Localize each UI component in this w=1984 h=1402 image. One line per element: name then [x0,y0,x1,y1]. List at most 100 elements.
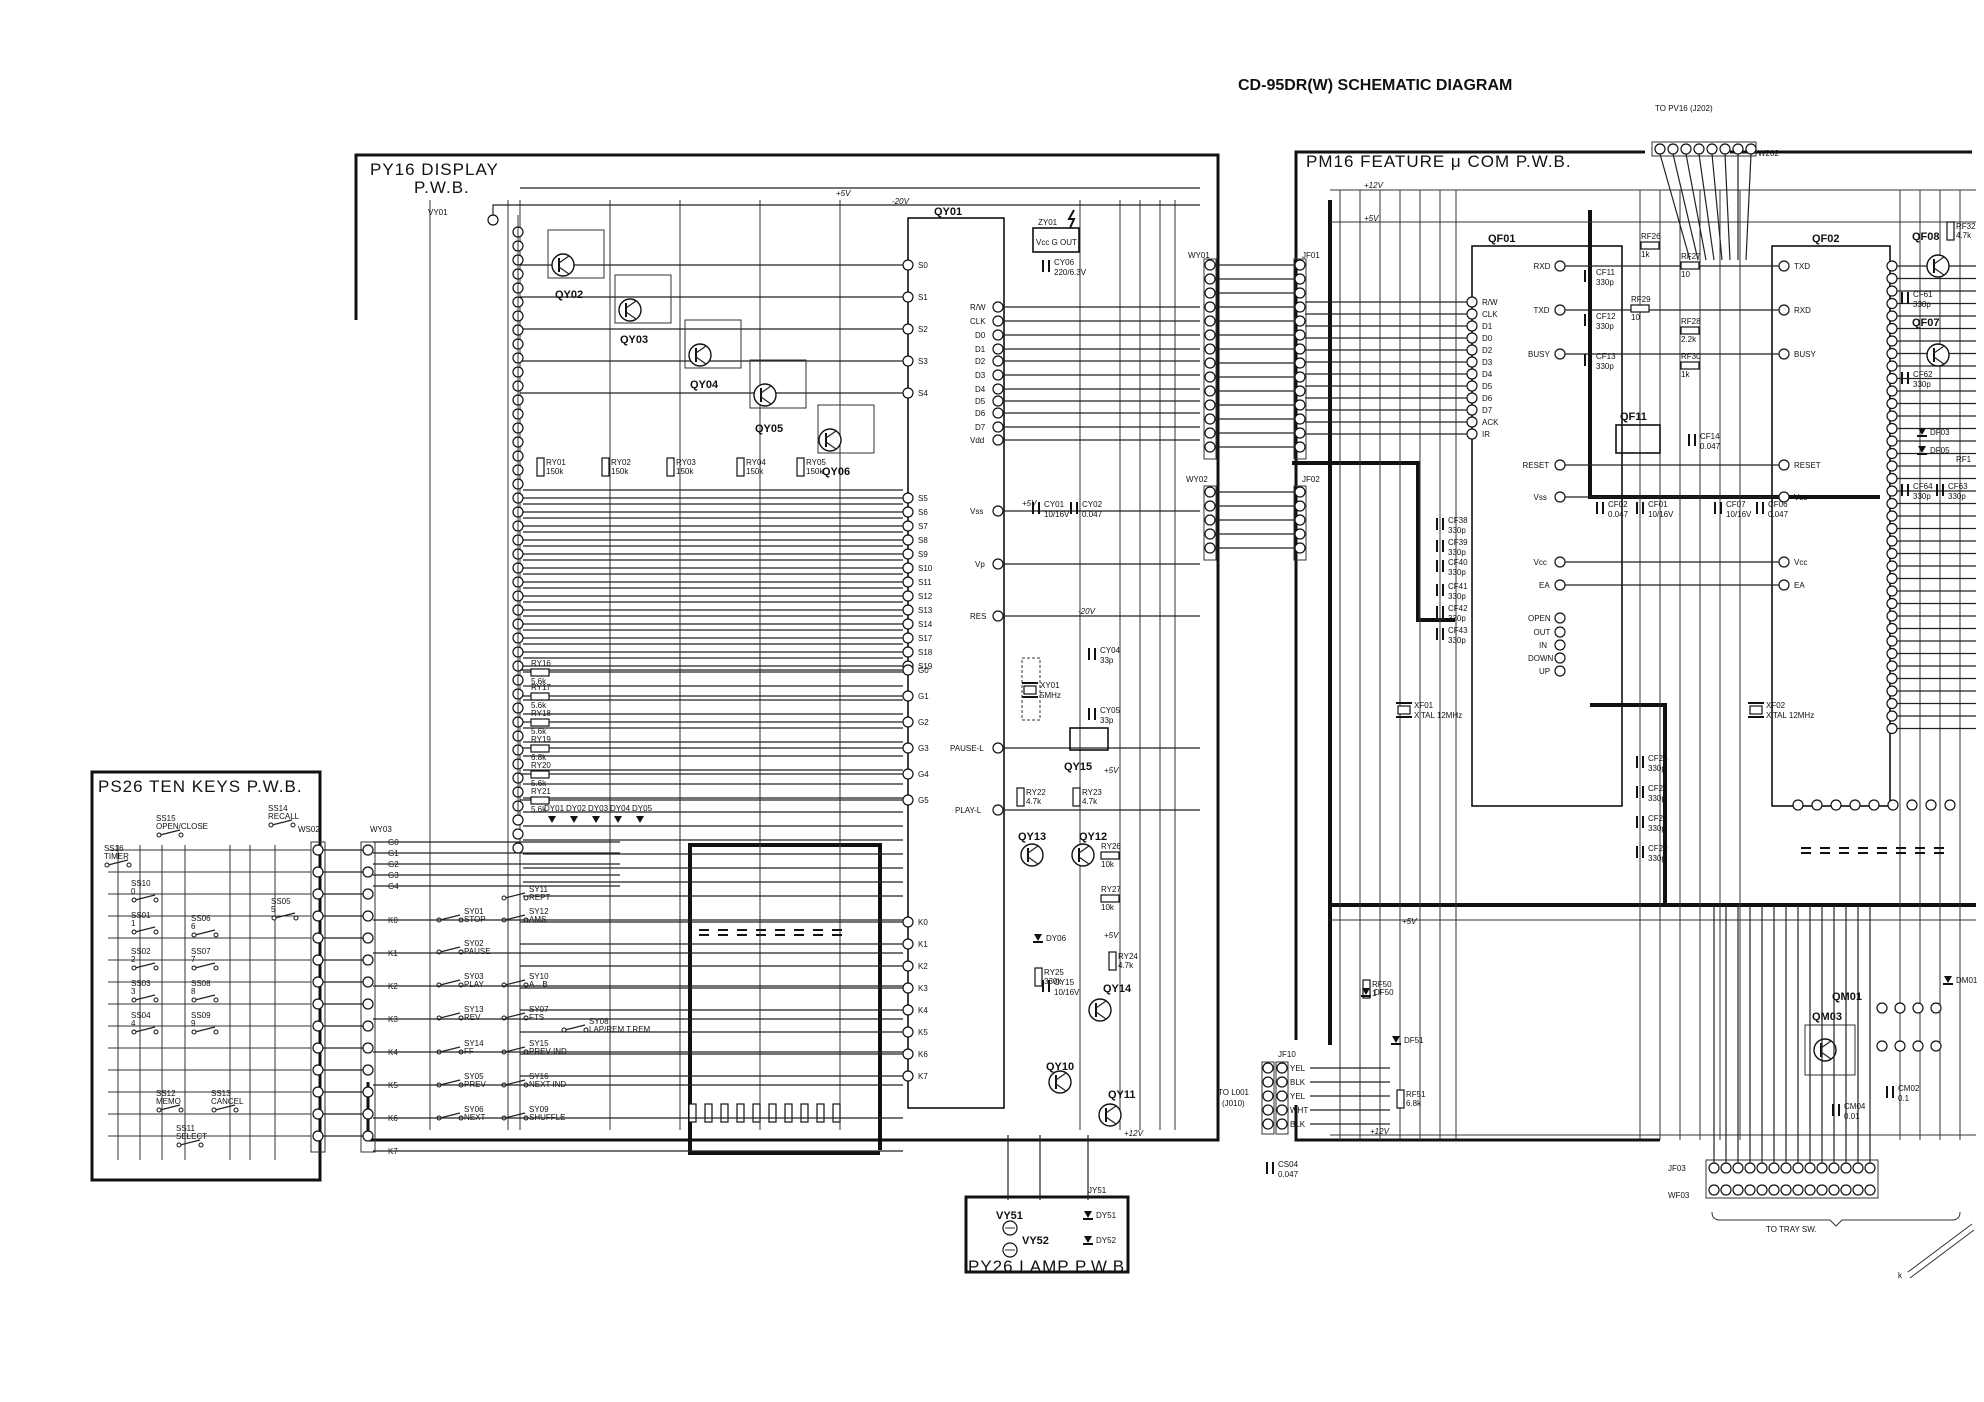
resistor-ref: RY17 [531,683,551,692]
qy01-right-pin-label: K2 [918,962,928,971]
qy01-left-pin-label: Vdd [970,436,984,445]
arrow-icon [1907,1223,1975,1279]
connector-pin [1706,143,1718,155]
qm03-box [1804,1024,1856,1076]
connector-pin [1294,500,1306,512]
qy01-left-pin [992,383,1004,395]
connector-pin [1204,486,1216,498]
key-contact [153,965,159,971]
qf02-right-pin [1886,722,1898,735]
key-switch-icon [134,1026,156,1033]
resistor-icon [1100,894,1120,903]
qy01-right-pin-label: S19 [918,662,933,671]
transistor-icon [618,298,642,322]
arrow-k-mark: k [1898,1271,1903,1280]
resistor-value: 4.7k [1082,797,1098,806]
connector-pin [1828,1162,1840,1174]
qf01-left-pin-label: TXD [1534,306,1550,315]
connector-pin [362,1108,374,1120]
qf01-left-pin [1554,260,1566,272]
ic-qf02 [1771,245,1891,807]
qf01-left-pin-label: OUT [1534,628,1551,637]
ic-zy01-pins: Vcc G OUT [1036,238,1077,247]
ic-qf02-label: QF02 [1812,233,1840,245]
key-contact [126,862,132,868]
resistor-value: 5.6k [531,677,547,686]
resistor-ref: RY02 [611,458,631,467]
capacitor-ref: CF12 [1596,312,1616,321]
qf02-right-pin [1886,372,1898,385]
qy01-left-pin [992,558,1004,570]
key-ref: SS15 [156,814,176,823]
connector-jf02-label: JF02 [1302,475,1320,484]
key-contact [131,897,137,903]
crystal-icon [1749,705,1763,715]
capacitor-value: 0.047 [1608,510,1629,519]
diode-icon [1084,1211,1092,1218]
key-switch-icon [214,1104,236,1111]
key-ref: SS12 [156,1089,176,1098]
transistor-icon [753,383,777,407]
display-pin [512,828,524,840]
transistor-collector [1105,1105,1117,1114]
qy01-right-pin [902,492,914,504]
qy01-right-pin [902,562,914,574]
display-switch-icon [439,979,461,986]
connector-pin [1804,1162,1816,1174]
qy01-right-pin-label: S7 [918,522,928,531]
jf10-wire-label: BLK [1290,1120,1306,1129]
transistor-emitter [695,356,707,365]
display-k-bus [688,843,882,1150]
qf02-right-pin [1886,522,1898,535]
connector-pin [1276,1090,1288,1102]
qy01-left-pin [992,434,1004,446]
qf02-right-pin [1886,685,1898,697]
qy01-right-pin [902,259,914,271]
display-switch-icon [504,1046,526,1053]
crystal-icon [1397,705,1411,715]
transistor-emitter [1095,1011,1107,1020]
capacitor-ref: CF39 [1448,538,1468,547]
qy01-right-pin [902,960,914,972]
qy01-right-pin [902,604,914,616]
qf02-pin [1778,556,1790,568]
ic-zy01 [1032,227,1080,253]
qy01-right-pin-label: S18 [918,648,933,657]
display-switch-name: REPT [529,893,550,902]
connector-pin [1708,1184,1720,1196]
qf01-left-pin-label: RXD [1534,262,1551,271]
capacitor-ref: CF02 [1608,500,1628,509]
capacitor-ref: CF63 [1948,482,1968,491]
display-switch-ref: SY01 [464,907,484,916]
resistor-ref: RY24 [1118,952,1138,961]
connector-pin [312,1130,324,1142]
qf02-right-pin [1886,497,1898,510]
qy01-left-pin [992,505,1004,517]
connector-pin [1204,441,1216,453]
lamp-vy51: VY51 [996,1210,1023,1236]
connector-wf03-label: WF03 [1668,1191,1690,1200]
qy01-left-pin [992,355,1004,367]
resistor-icon [1396,1089,1405,1109]
resistor-value: 5.6k [531,805,547,814]
capacitor-ref: CF43 [1448,626,1468,635]
qf02-bottom-pin [1906,799,1918,811]
qy01-left-pin-label: PLAY-L [955,806,982,815]
qy01-left-pin-label: D2 [975,357,986,366]
rail-p5v-feature-top: +5V [1364,214,1379,223]
capacitor-ref: CF61 [1913,290,1933,299]
resistor-icon [530,770,550,779]
qy01-right-pin-label: S10 [918,564,933,573]
qy01-right-pin [902,982,914,994]
connector-pin [362,976,374,988]
qf02-right-pin [1886,647,1898,660]
transistor-collector [1095,1000,1107,1009]
capacitor-ref: CF42 [1448,604,1468,613]
transistor-label: QY02 [555,289,583,301]
connector-pin [1294,371,1306,383]
key-name: TIMER [104,852,129,861]
transistor-label: QY12 [1079,831,1107,843]
connector-pin [1204,273,1216,285]
qy01-right-pin-label: K1 [918,940,928,949]
